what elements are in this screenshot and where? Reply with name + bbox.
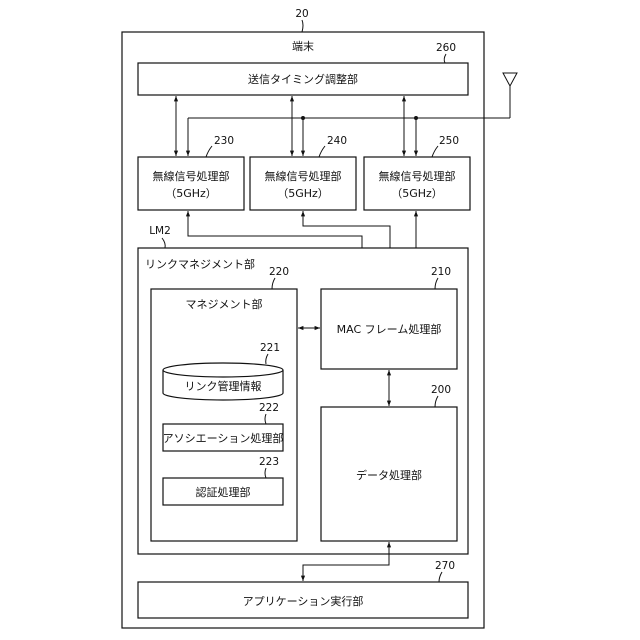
radio-240-line1: 無線信号処理部 (265, 169, 342, 183)
radio-240-line2: （5GHz） (277, 187, 329, 200)
association-ref: 222 (259, 402, 279, 414)
data-proc-label: データ処理部 (356, 468, 422, 482)
app-label: アプリケーション実行部 (243, 594, 364, 608)
data-proc-ref: 200 (431, 384, 451, 396)
tx-timing-ref: 260 (436, 42, 456, 54)
link-info-ref: 221 (260, 342, 280, 354)
antenna-icon (503, 73, 517, 118)
terminal-leader (302, 20, 303, 32)
auth-label: 認証処理部 (196, 485, 251, 499)
link-info-label: リンク管理情報 (185, 379, 262, 393)
association-label: アソシエーション処理部 (163, 431, 284, 445)
tx-timing-label: 送信タイミング調整部 (248, 72, 358, 86)
radio-250-ref: 250 (439, 135, 459, 147)
link-mgmt-ref: LM2 (149, 225, 171, 237)
terminal-ref: 20 (295, 8, 308, 20)
radio-230-ref: 230 (214, 135, 234, 147)
radio-240-ref: 240 (327, 135, 347, 147)
mac-frame-label: MAC フレーム処理部 (337, 322, 442, 336)
radio-230-line2: （5GHz） (165, 187, 217, 200)
mgmt-ref: 220 (269, 266, 289, 278)
mgmt-label: マネジメント部 (186, 297, 263, 311)
mac-frame-ref: 210 (431, 266, 451, 278)
radio-230-box (138, 157, 244, 210)
radio-250-line2: （5GHz） (391, 187, 443, 200)
radio-240-box (250, 157, 356, 210)
terminal-label: 端末 (292, 39, 314, 53)
app-ref: 270 (435, 560, 455, 572)
radio-230-line1: 無線信号処理部 (153, 169, 230, 183)
radio-250-box (364, 157, 470, 210)
auth-ref: 223 (259, 456, 279, 468)
radio-250-line1: 無線信号処理部 (379, 169, 456, 183)
link-mgmt-label: リンクマネジメント部 (145, 257, 255, 271)
